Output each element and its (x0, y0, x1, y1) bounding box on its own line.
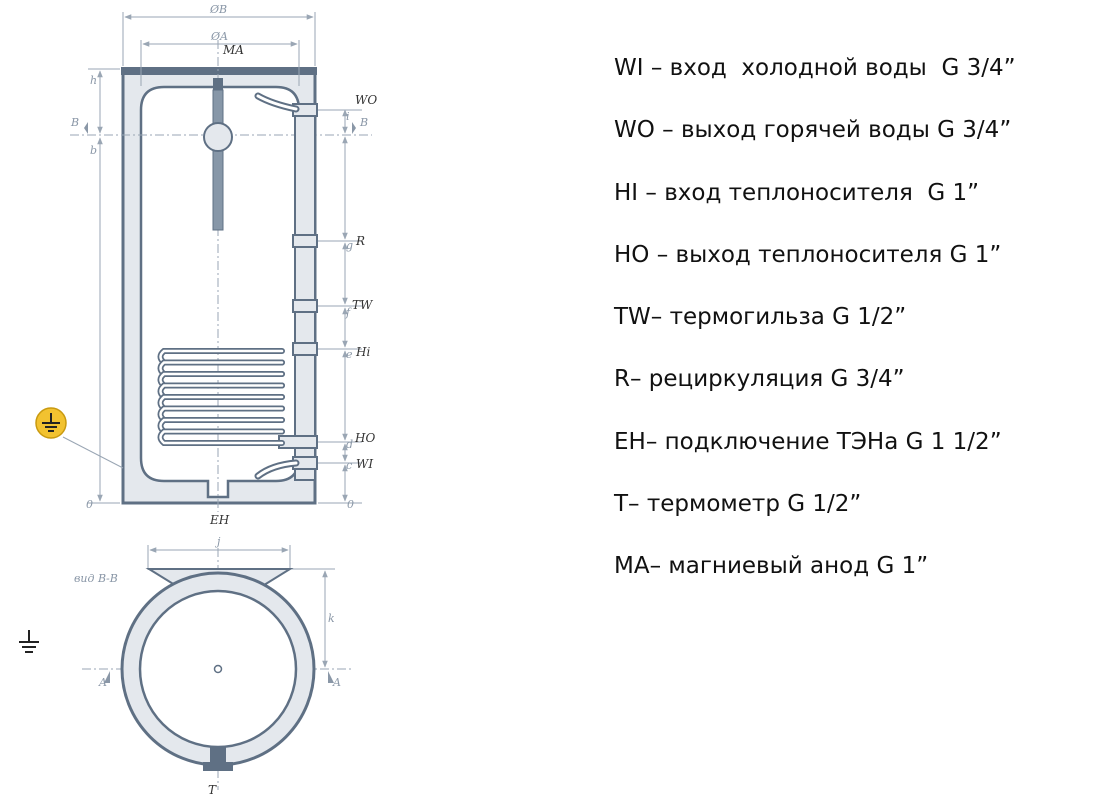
wi-inner-pipe-core (256, 461, 298, 478)
dim-dia-a: ØA (210, 30, 228, 43)
ground-icon (19, 630, 39, 653)
connection-column (254, 92, 318, 481)
connection-legend: WI – вход холодной воды G 3/4” WO – выхо… (614, 44, 1016, 605)
heat-exchanger-coil (157, 348, 285, 446)
coil-turn-highlight (159, 430, 284, 445)
dim-a-right: A (332, 676, 341, 689)
label-ma: MA (222, 43, 244, 57)
dim-zero-right: 0 (347, 498, 354, 511)
dim-d: d (346, 438, 353, 451)
tank-top-view (120, 568, 316, 771)
label-eh: EH (209, 513, 230, 527)
dim-k: k (328, 612, 335, 625)
dim-c: c (346, 459, 352, 472)
legend-item-wi: WI – вход холодной воды G 3/4” (614, 55, 1016, 81)
dim-b: b (90, 144, 97, 157)
legend-item-ma: MA– магниевый анод G 1” (614, 553, 929, 580)
dim-b-right: B (359, 116, 368, 129)
magnesium-anode (203, 78, 233, 231)
label-view: вид В-В (74, 572, 118, 585)
label-hi: Hi (355, 345, 370, 359)
legend-item-eh: EH– подключение ТЭНа G 1 1/2” (614, 428, 1002, 455)
ground-icon-badge (35, 407, 67, 439)
r-fitting (292, 234, 318, 248)
legend-item-r: R– рециркуляция G 3/4” (614, 366, 905, 393)
thermometer-circle (203, 122, 233, 152)
dim-dia-b: ØB (209, 3, 227, 16)
label-wi: WI (356, 457, 373, 471)
legend-item-wo: WO – выход горячей воды G 3/4” (614, 117, 1012, 144)
dim-zero-left: 0 (86, 498, 93, 511)
legend-item-tw: TW– термогильза G 1/2” (614, 304, 907, 331)
hi-fitting (292, 342, 318, 356)
dim-a-left: A (98, 676, 107, 689)
wo-inner-pipe-core (256, 94, 298, 111)
label-tw: TW (352, 298, 374, 312)
dim-g: g (346, 239, 353, 252)
dim-f: f (345, 306, 352, 319)
dim-h: h (90, 74, 97, 87)
dimension-lines (62, 12, 362, 668)
legend-item-hi: HI – вход теплоносителя G 1” (614, 179, 980, 206)
label-ho: HO (354, 431, 375, 445)
legend-item-ho: HO – выход теплоносителя G 1” (614, 241, 1002, 268)
tank-top-cap (121, 67, 317, 75)
tw-fitting (292, 299, 318, 313)
label-t: T (208, 783, 217, 797)
dim-b-left: B (70, 116, 79, 129)
legend-item-t: T– термометр G 1/2” (614, 491, 862, 518)
section-arrows (84, 122, 356, 683)
boiler-diagram: ØB ØA h B b 0 i B g f e d c 0 j k A A MA… (19, 3, 377, 797)
dim-j: j (214, 535, 221, 548)
label-r: R (355, 234, 365, 248)
dim-e: e (346, 348, 353, 361)
dim-i: i (346, 110, 350, 123)
thermometer-socket (203, 746, 233, 771)
label-wo: WO (355, 93, 377, 107)
